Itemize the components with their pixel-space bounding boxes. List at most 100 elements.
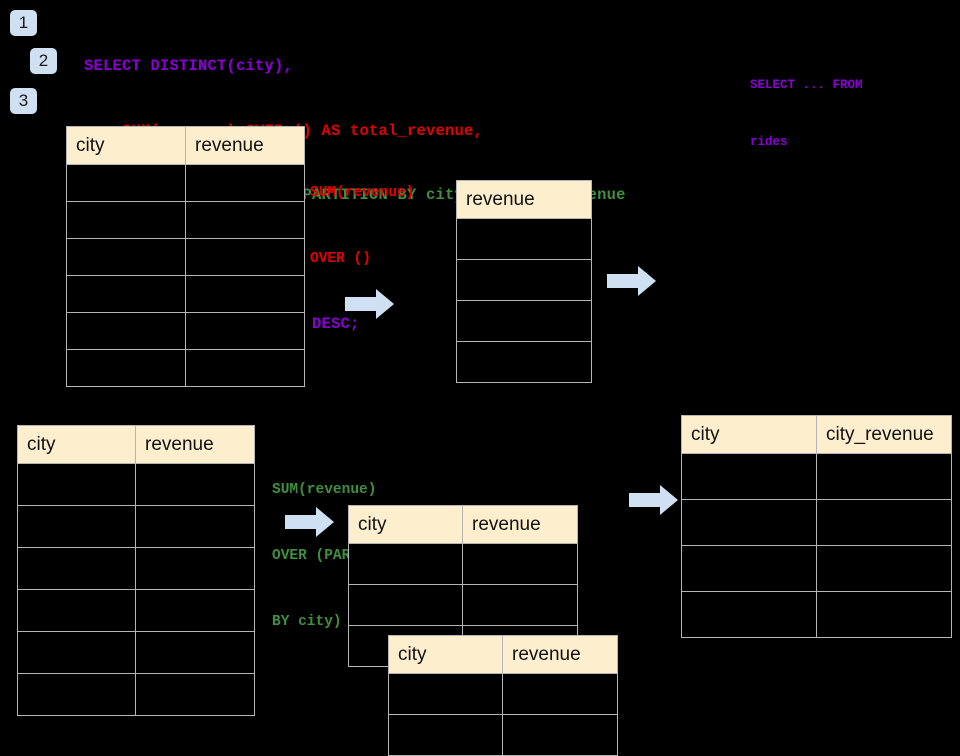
table-row bbox=[66, 312, 305, 350]
table-cell bbox=[462, 543, 578, 585]
table-row bbox=[17, 463, 255, 506]
table-cell bbox=[185, 164, 305, 202]
table-row bbox=[66, 275, 305, 313]
table-row bbox=[348, 584, 578, 626]
table-cell bbox=[185, 201, 305, 239]
sql-line-1: SELECT DISTINCT(city), bbox=[84, 57, 294, 75]
table-row bbox=[17, 589, 255, 632]
table-cell bbox=[66, 201, 186, 239]
column-header-city: city bbox=[348, 505, 463, 544]
table-cell bbox=[135, 631, 255, 674]
table-row bbox=[17, 631, 255, 674]
side-note-line-1: SELECT ... FROM bbox=[750, 78, 863, 92]
table-partition-b: city revenue bbox=[388, 635, 618, 756]
table-row bbox=[66, 164, 305, 202]
column-header-revenue: revenue bbox=[502, 635, 618, 674]
arrow-partition-to-result-icon bbox=[629, 485, 678, 515]
table-cell bbox=[135, 547, 255, 590]
table-source-top: city revenue bbox=[66, 126, 305, 387]
column-header-city: city bbox=[17, 425, 136, 464]
table-cell bbox=[462, 584, 578, 626]
table-row bbox=[17, 673, 255, 716]
table-row bbox=[681, 499, 952, 546]
column-header-city: city bbox=[681, 415, 817, 454]
side-note-line-2: rides bbox=[750, 135, 788, 149]
annotation-sum-over-empty-line-1: SUM(revenue) bbox=[310, 185, 415, 201]
table-row bbox=[66, 201, 305, 239]
diagram-canvas: 1 2 3 SELECT DISTINCT(city), SUM(revenue… bbox=[10, 10, 952, 756]
table-cell bbox=[456, 218, 592, 260]
table-cell bbox=[816, 499, 952, 546]
table-cell bbox=[816, 591, 952, 638]
table-row bbox=[66, 238, 305, 276]
table-cell bbox=[816, 453, 952, 500]
table-cell bbox=[17, 673, 136, 716]
table-cell bbox=[456, 300, 592, 342]
step-badge-2-label: 2 bbox=[38, 51, 49, 70]
annotation-sum-over-partition-line-3: BY city) bbox=[272, 614, 342, 630]
table-row bbox=[388, 673, 618, 715]
table-cell bbox=[135, 589, 255, 632]
table-row bbox=[456, 218, 592, 260]
table-cell bbox=[66, 164, 186, 202]
table-cell bbox=[17, 589, 136, 632]
step-badge-3: 3 bbox=[10, 88, 37, 114]
step-badge-2: 2 bbox=[30, 48, 57, 74]
table-row bbox=[456, 300, 592, 342]
column-header-city-revenue: city_revenue bbox=[816, 415, 952, 454]
table-row bbox=[17, 547, 255, 590]
table-cell bbox=[681, 591, 817, 638]
table-cell bbox=[66, 275, 186, 313]
table-cell bbox=[17, 547, 136, 590]
column-header-revenue: revenue bbox=[462, 505, 578, 544]
table-cell bbox=[185, 349, 305, 387]
table-cell bbox=[135, 673, 255, 716]
table-cell bbox=[135, 463, 255, 506]
table-row bbox=[456, 341, 592, 383]
table-source-bottom: city revenue bbox=[17, 425, 255, 716]
step-badge-1: 1 bbox=[10, 10, 37, 36]
table-row bbox=[681, 453, 952, 500]
table-cell bbox=[681, 545, 817, 592]
column-header-revenue: revenue bbox=[185, 126, 305, 165]
annotation-sum-over-partition-line-1: SUM(revenue) bbox=[272, 482, 377, 498]
table-header-row: city revenue bbox=[388, 635, 618, 674]
table-cell bbox=[17, 463, 136, 506]
column-header-revenue: revenue bbox=[135, 425, 255, 464]
table-total-revenue: revenue bbox=[456, 180, 592, 383]
table-cell bbox=[456, 341, 592, 383]
table-cell bbox=[681, 453, 817, 500]
table-cell bbox=[816, 545, 952, 592]
column-header-revenue: revenue bbox=[456, 180, 592, 219]
column-header-city: city bbox=[388, 635, 503, 674]
table-row bbox=[66, 349, 305, 387]
table-cell bbox=[388, 714, 503, 756]
table-header-row: city revenue bbox=[17, 425, 255, 464]
table-header-row: revenue bbox=[456, 180, 592, 219]
table-cell bbox=[681, 499, 817, 546]
table-cell bbox=[66, 349, 186, 387]
table-cell bbox=[185, 275, 305, 313]
table-cell bbox=[185, 312, 305, 350]
table-cell bbox=[135, 505, 255, 548]
table-cell bbox=[388, 673, 503, 715]
table-cell bbox=[17, 631, 136, 674]
table-header-row: city revenue bbox=[348, 505, 578, 544]
table-cell bbox=[185, 238, 305, 276]
table-result: city city_revenue bbox=[681, 415, 952, 638]
table-cell bbox=[348, 543, 463, 585]
column-header-city: city bbox=[66, 126, 186, 165]
side-note-select-from: SELECT ... FROM rides bbox=[750, 38, 863, 190]
annotation-sum-over-partition: SUM(revenue) OVER (PARTITION BY city) bbox=[272, 435, 403, 677]
arrow-source-to-partition-icon bbox=[285, 507, 334, 537]
table-row bbox=[348, 543, 578, 585]
table-header-row: city city_revenue bbox=[681, 415, 952, 454]
table-cell bbox=[502, 714, 618, 756]
table-cell bbox=[502, 673, 618, 715]
arrow-source-to-total-icon bbox=[345, 289, 394, 319]
table-cell bbox=[66, 238, 186, 276]
table-header-row: city revenue bbox=[66, 126, 305, 165]
annotation-sum-over-empty: SUM(revenue) OVER () bbox=[310, 138, 414, 314]
table-cell bbox=[456, 259, 592, 301]
step-badge-1-label: 1 bbox=[18, 13, 29, 32]
